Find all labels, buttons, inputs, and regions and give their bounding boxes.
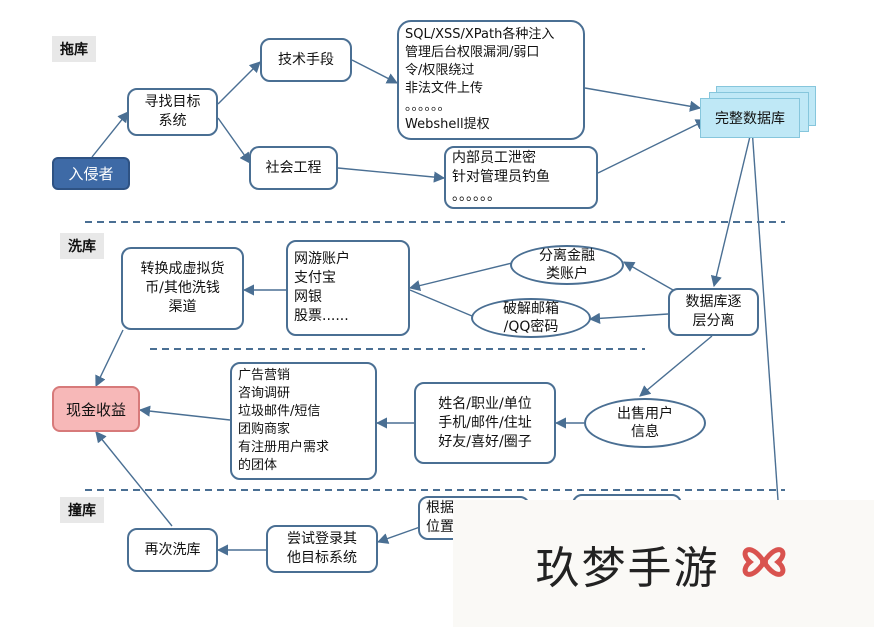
section-label-tuoku: 拖库: [52, 36, 96, 62]
find-target-node: 寻找目标 系统: [127, 88, 218, 136]
buyers-node: 广告营销 咨询调研 垃圾邮件/短信 团购商家 有注册用户需求 的团体: [230, 362, 377, 480]
cash-income-node: 现金收益: [52, 386, 140, 432]
watermark: 玖梦手游: [453, 500, 874, 627]
section-label-zhuangku: 撞库: [60, 497, 104, 523]
watermark-text: 玖梦手游: [535, 542, 720, 594]
user-profile-node: 姓名/职业/单位 手机/邮件/住址 好友/喜好/圈子: [414, 382, 556, 464]
section-label-xiku: 洗库: [60, 233, 104, 259]
accounts-node: 网游账户 支付宝 网银 股票......: [286, 240, 410, 336]
flower-logo-icon: [736, 534, 792, 594]
social-details-node: 内部员工泄密 针对管理员钓鱼 。。。。。。: [444, 146, 598, 209]
convert-currency-node: 转换成虚拟货 币/其他洗钱 渠道: [121, 247, 244, 330]
tech-means-node: 技术手段: [260, 38, 352, 82]
rewash-node: 再次洗库: [127, 528, 218, 572]
full-database-node: 完整数据库: [700, 98, 800, 138]
sell-user-info-node: 出售用户 信息: [584, 398, 706, 448]
tech-details-node: SQL/XSS/XPath各种注入 管理后台权限漏洞/弱口 令/权限绕过 非法文…: [397, 20, 585, 140]
crack-email-node: 破解邮箱 /QQ密码: [471, 298, 591, 338]
try-login-node: 尝试登录其 他目标系统: [266, 525, 378, 573]
intruder-node: 入侵者: [52, 157, 130, 190]
db-layering-node: 数据库逐 层分离: [668, 288, 759, 336]
social-engineering-node: 社会工程: [249, 146, 338, 190]
separate-finance-node: 分离金融 类账户: [510, 245, 624, 285]
